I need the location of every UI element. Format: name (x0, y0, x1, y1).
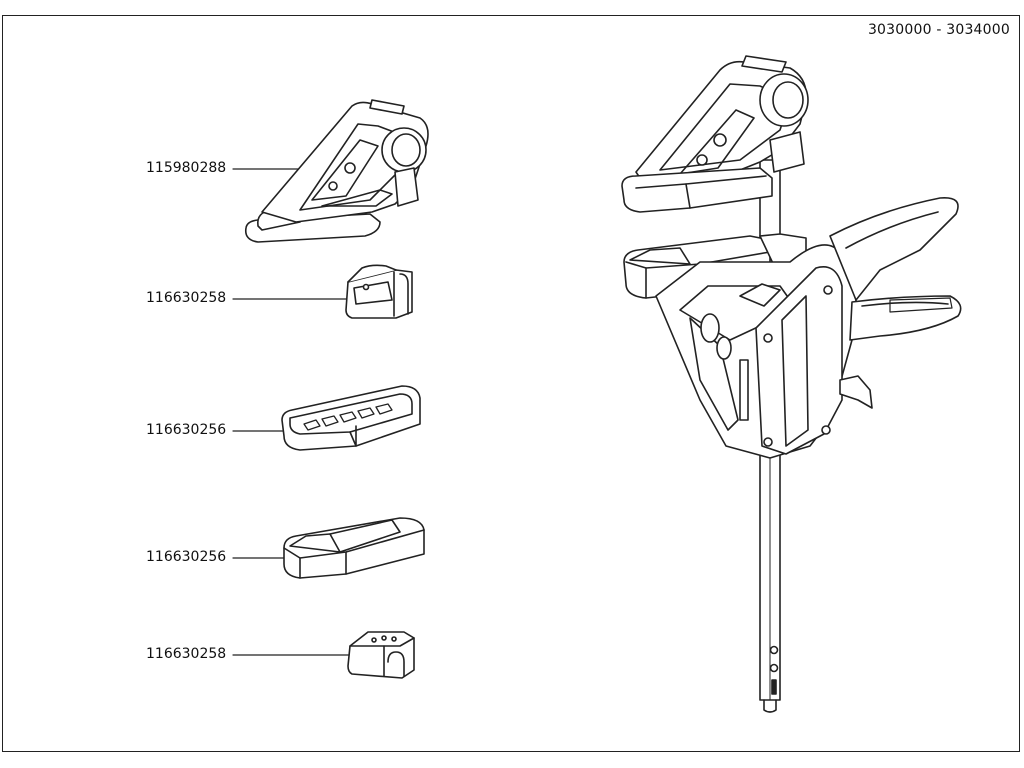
assembled-clamp (621, 55, 962, 713)
clamp-body (655, 244, 857, 459)
jaw-cap-small-bottom-part (347, 631, 415, 679)
leader-lines (232, 168, 351, 656)
drawing-frame (2, 15, 1020, 752)
part-label-jaw-cap-small-bottom: 116630258 (146, 646, 227, 662)
jaw-pad-inner-part (281, 385, 421, 451)
clamp-fixed-jaw (621, 55, 809, 213)
jaw-arm-part (244, 99, 429, 243)
jaw-pad-outer-part (283, 517, 425, 579)
part-label-jaw-cap-small-top: 116630258 (146, 290, 227, 306)
clamp-trigger-handle (829, 197, 962, 409)
part-label-jaw-pad-outer: 116630256 (146, 549, 227, 565)
part-label-jaw-pad-inner: 116630256 (146, 422, 227, 438)
jaw-cap-small-top-part (345, 264, 413, 319)
part-label-jaw-arm: 115980288 (146, 160, 227, 176)
document-number: 3030000 - 3034000 (867, 22, 1010, 38)
